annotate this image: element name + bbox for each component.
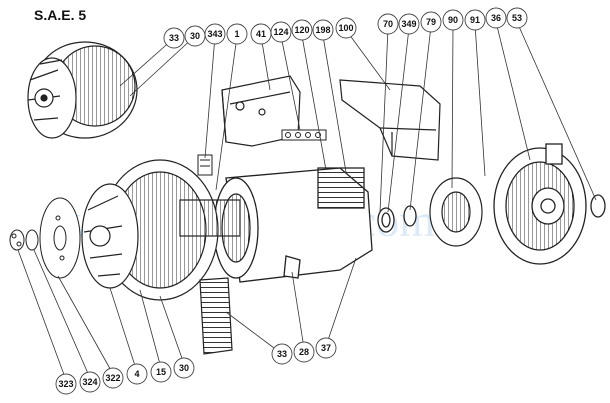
callout-bubble <box>79 371 101 393</box>
bearing-rings <box>377 205 417 233</box>
callout-bubble <box>173 357 195 379</box>
end-bracket <box>493 143 587 265</box>
callout-label: 1 <box>234 29 239 39</box>
callout-bubble <box>270 21 292 43</box>
callout-label: 30 <box>190 31 200 41</box>
callout-bubble <box>126 363 148 385</box>
callout-bubble <box>271 343 293 365</box>
callout-bubble <box>420 11 442 33</box>
callout-label: 41 <box>256 29 266 39</box>
callout-bubble <box>377 13 399 35</box>
coupling-parts <box>9 229 39 251</box>
callout-label: 90 <box>448 15 458 25</box>
callout-label: 4 <box>134 369 139 379</box>
callout-label: 33 <box>277 349 287 359</box>
callout-37: 37 <box>315 337 337 359</box>
callout-349: 349 <box>398 13 420 35</box>
callout-4: 4 <box>126 363 148 385</box>
callout-bubble <box>102 367 124 389</box>
callout-198: 198 <box>312 19 334 41</box>
callout-28: 28 <box>293 341 315 363</box>
flex-disc <box>39 197 81 279</box>
callout-bubble <box>312 19 334 41</box>
callout-91: 91 <box>464 9 486 31</box>
callout-1: 1 <box>226 23 248 45</box>
callout-label: 343 <box>207 29 222 39</box>
callout-343: 343 <box>204 23 226 45</box>
callout-label: 120 <box>294 25 309 35</box>
top-cover <box>339 79 441 161</box>
callout-bubbles: 33 30 343 1 41 124 120 198 100 70 349 79 90 91 36 53 323… <box>55 7 528 395</box>
callout-53: 53 <box>506 7 528 29</box>
callout-bubble <box>315 337 337 359</box>
callout-124: 124 <box>270 21 292 43</box>
callout-label: 79 <box>426 17 436 27</box>
callout-label: 36 <box>491 13 501 23</box>
callout-30: 30 <box>173 357 195 379</box>
exciter-stator <box>429 177 483 247</box>
callout-324: 324 <box>79 371 101 393</box>
callout-label: 53 <box>512 13 522 23</box>
rotor-assembly <box>81 159 241 301</box>
leader-lines <box>17 21 597 381</box>
callout-bubble <box>163 27 185 49</box>
callout-41: 41 <box>250 23 272 45</box>
fan-rotor-detail <box>27 41 138 139</box>
callout-30: 30 <box>184 25 206 47</box>
terminal-block <box>281 129 327 141</box>
callout-bubble <box>150 361 172 383</box>
callout-323: 323 <box>55 373 77 395</box>
callout-bubble <box>335 17 357 39</box>
callout-bubble <box>291 19 313 41</box>
callout-36: 36 <box>485 7 507 29</box>
callout-79: 79 <box>420 11 442 33</box>
callout-bubble <box>204 23 226 45</box>
callout-label: 124 <box>273 27 288 37</box>
air-grille <box>199 277 233 355</box>
callout-label: 70 <box>383 19 393 29</box>
seal-ring <box>590 194 606 218</box>
callout-label: 30 <box>179 363 189 373</box>
callout-label: 33 <box>169 33 179 43</box>
callout-90: 90 <box>442 9 464 31</box>
callout-label: 323 <box>58 379 73 389</box>
callout-120: 120 <box>291 19 313 41</box>
callout-bubble <box>55 373 77 395</box>
callout-bubble <box>442 9 464 31</box>
callout-bubble <box>506 7 528 29</box>
callout-label: 28 <box>299 347 309 357</box>
callout-70: 70 <box>377 13 399 35</box>
callout-label: 100 <box>338 23 353 33</box>
callout-label: 349 <box>401 19 416 29</box>
callout-15: 15 <box>150 361 172 383</box>
callout-label: 198 <box>315 25 330 35</box>
callout-label: 322 <box>105 373 120 383</box>
callout-bubble <box>398 13 420 35</box>
callout-bubble <box>485 7 507 29</box>
callout-100: 100 <box>335 17 357 39</box>
callout-label: 91 <box>470 15 480 25</box>
callout-label: 324 <box>82 377 97 387</box>
callout-33: 33 <box>163 27 185 49</box>
callout-322: 322 <box>102 367 124 389</box>
callout-bubble <box>464 9 486 31</box>
callout-33: 33 <box>271 343 293 365</box>
callout-bubble <box>226 23 248 45</box>
callout-label: 15 <box>156 367 166 377</box>
terminal-cover <box>221 75 301 147</box>
page-title: S.A.E. 5 <box>34 7 86 23</box>
callout-label: 37 <box>321 343 331 353</box>
callout-bubble <box>293 341 315 363</box>
